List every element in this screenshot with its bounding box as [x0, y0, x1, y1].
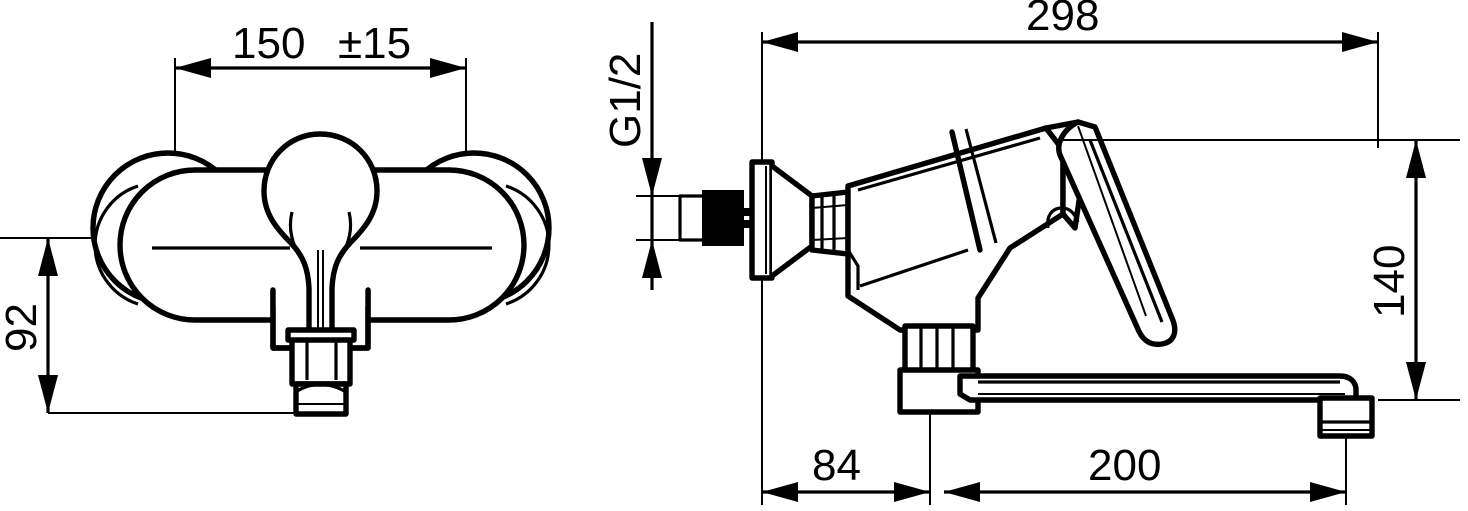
dimension-140: 140: [1060, 32, 1460, 401]
arrow-left: [175, 58, 211, 78]
arrow-left: [762, 32, 798, 52]
dimension-298: 298: [762, 0, 1378, 52]
arrow-left: [762, 482, 798, 502]
dimension-84: 84: [762, 441, 930, 502]
dimension-298-label: 298: [1026, 0, 1099, 40]
dimension-92: 92: [0, 238, 58, 413]
arrow-top: [38, 238, 58, 276]
dimension-140-label: 140: [1365, 245, 1414, 318]
dimension-150-label: 150: [232, 19, 305, 68]
body-highlight-left: [93, 184, 139, 306]
arrow-bottom: [38, 375, 58, 413]
arrow-top: [1406, 140, 1426, 178]
inlet-thread-nipple: [702, 190, 744, 246]
outlet-connector-front: [285, 327, 357, 417]
dimension-g1-2: G1/2: [601, 22, 662, 290]
arrow-right: [1310, 482, 1346, 502]
arrow-up-bottom: [642, 240, 662, 278]
arrow-left: [944, 482, 980, 502]
dimension-200: 200: [944, 441, 1346, 502]
front-view: [0, 58, 552, 417]
arrow-right: [1342, 32, 1378, 52]
dimension-92-label: 92: [0, 303, 46, 352]
aerator-side: [1317, 395, 1375, 439]
dimension-84-label: 84: [812, 441, 861, 490]
arrow-down-top: [642, 158, 662, 196]
knurled-nut-side: [809, 189, 851, 257]
dimension-150-plusminus-15: 150 ±15: [175, 19, 466, 78]
spout-arm-side: [957, 373, 1359, 403]
body-highlight-right: [505, 184, 551, 306]
arrow-bottom: [1406, 362, 1426, 400]
dimension-tolerance-label: ±15: [338, 19, 411, 68]
arrow-right: [430, 58, 466, 78]
dimension-200-label: 200: [1088, 441, 1161, 490]
dimension-g1-2-label: G1/2: [601, 53, 650, 148]
arrow-right: [894, 482, 930, 502]
side-view: [636, 22, 1375, 505]
